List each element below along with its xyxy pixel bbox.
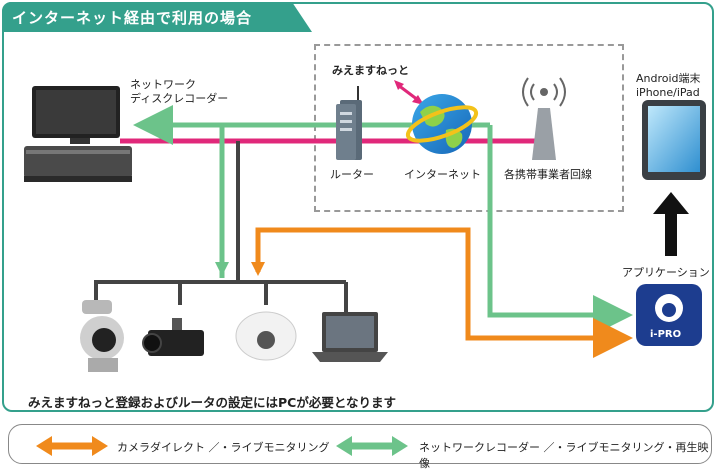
mobile-label-2: iPhone/iPad <box>636 86 700 99</box>
app-logo <box>636 284 702 346</box>
legend-green-arrow <box>336 436 408 456</box>
laptop-pc <box>312 312 388 362</box>
legend-box: カメラダイレクト ／・ライブモニタリング ネットワークレコーダー ／・ライブモニ… <box>8 424 712 470</box>
orange-arrow-app <box>255 227 633 358</box>
app-label: アプリケーション <box>622 266 710 279</box>
recorder-label-1: ネットワーク <box>130 78 196 91</box>
legend-recorder-path: ネットワークレコーダー ／・ライブモニタリング・再生映像 <box>419 441 709 470</box>
header-banner: インターネット経由で利用の場合 <box>2 2 312 32</box>
up-arrow <box>653 192 689 214</box>
carrier-tower-icon <box>522 77 566 160</box>
globe-icon <box>405 94 479 154</box>
green-arrow-recorder <box>133 105 225 278</box>
tablet-device <box>642 100 706 180</box>
router-device <box>336 86 362 160</box>
internet-label: インターネット <box>404 168 481 181</box>
mieru-label: みえますねっと <box>332 64 409 77</box>
pc-required-note: みえますねっと登録およびルータの設定にはPCが必要となります <box>28 395 396 410</box>
internet-area-box <box>314 44 624 212</box>
box-camera <box>142 318 204 356</box>
header-title: インターネット経由で利用の場合 <box>12 9 253 27</box>
ptz-camera <box>80 300 124 372</box>
router-label: ルーター <box>330 168 374 181</box>
carrier-label: 各携帯事業者回線 <box>504 168 592 181</box>
legend-camera-direct: カメラダイレクト ／・ライブモニタリング <box>117 441 330 454</box>
mobile-label-1: Android端末 <box>636 72 701 85</box>
app-logo-text: i-PRO <box>650 329 682 340</box>
green-arrow-app <box>487 125 633 335</box>
recorder-device <box>24 86 132 182</box>
legend-orange-arrow <box>36 436 108 456</box>
dome-camera <box>235 311 297 361</box>
recorder-label-2: ディスクレコーダー <box>130 92 229 105</box>
